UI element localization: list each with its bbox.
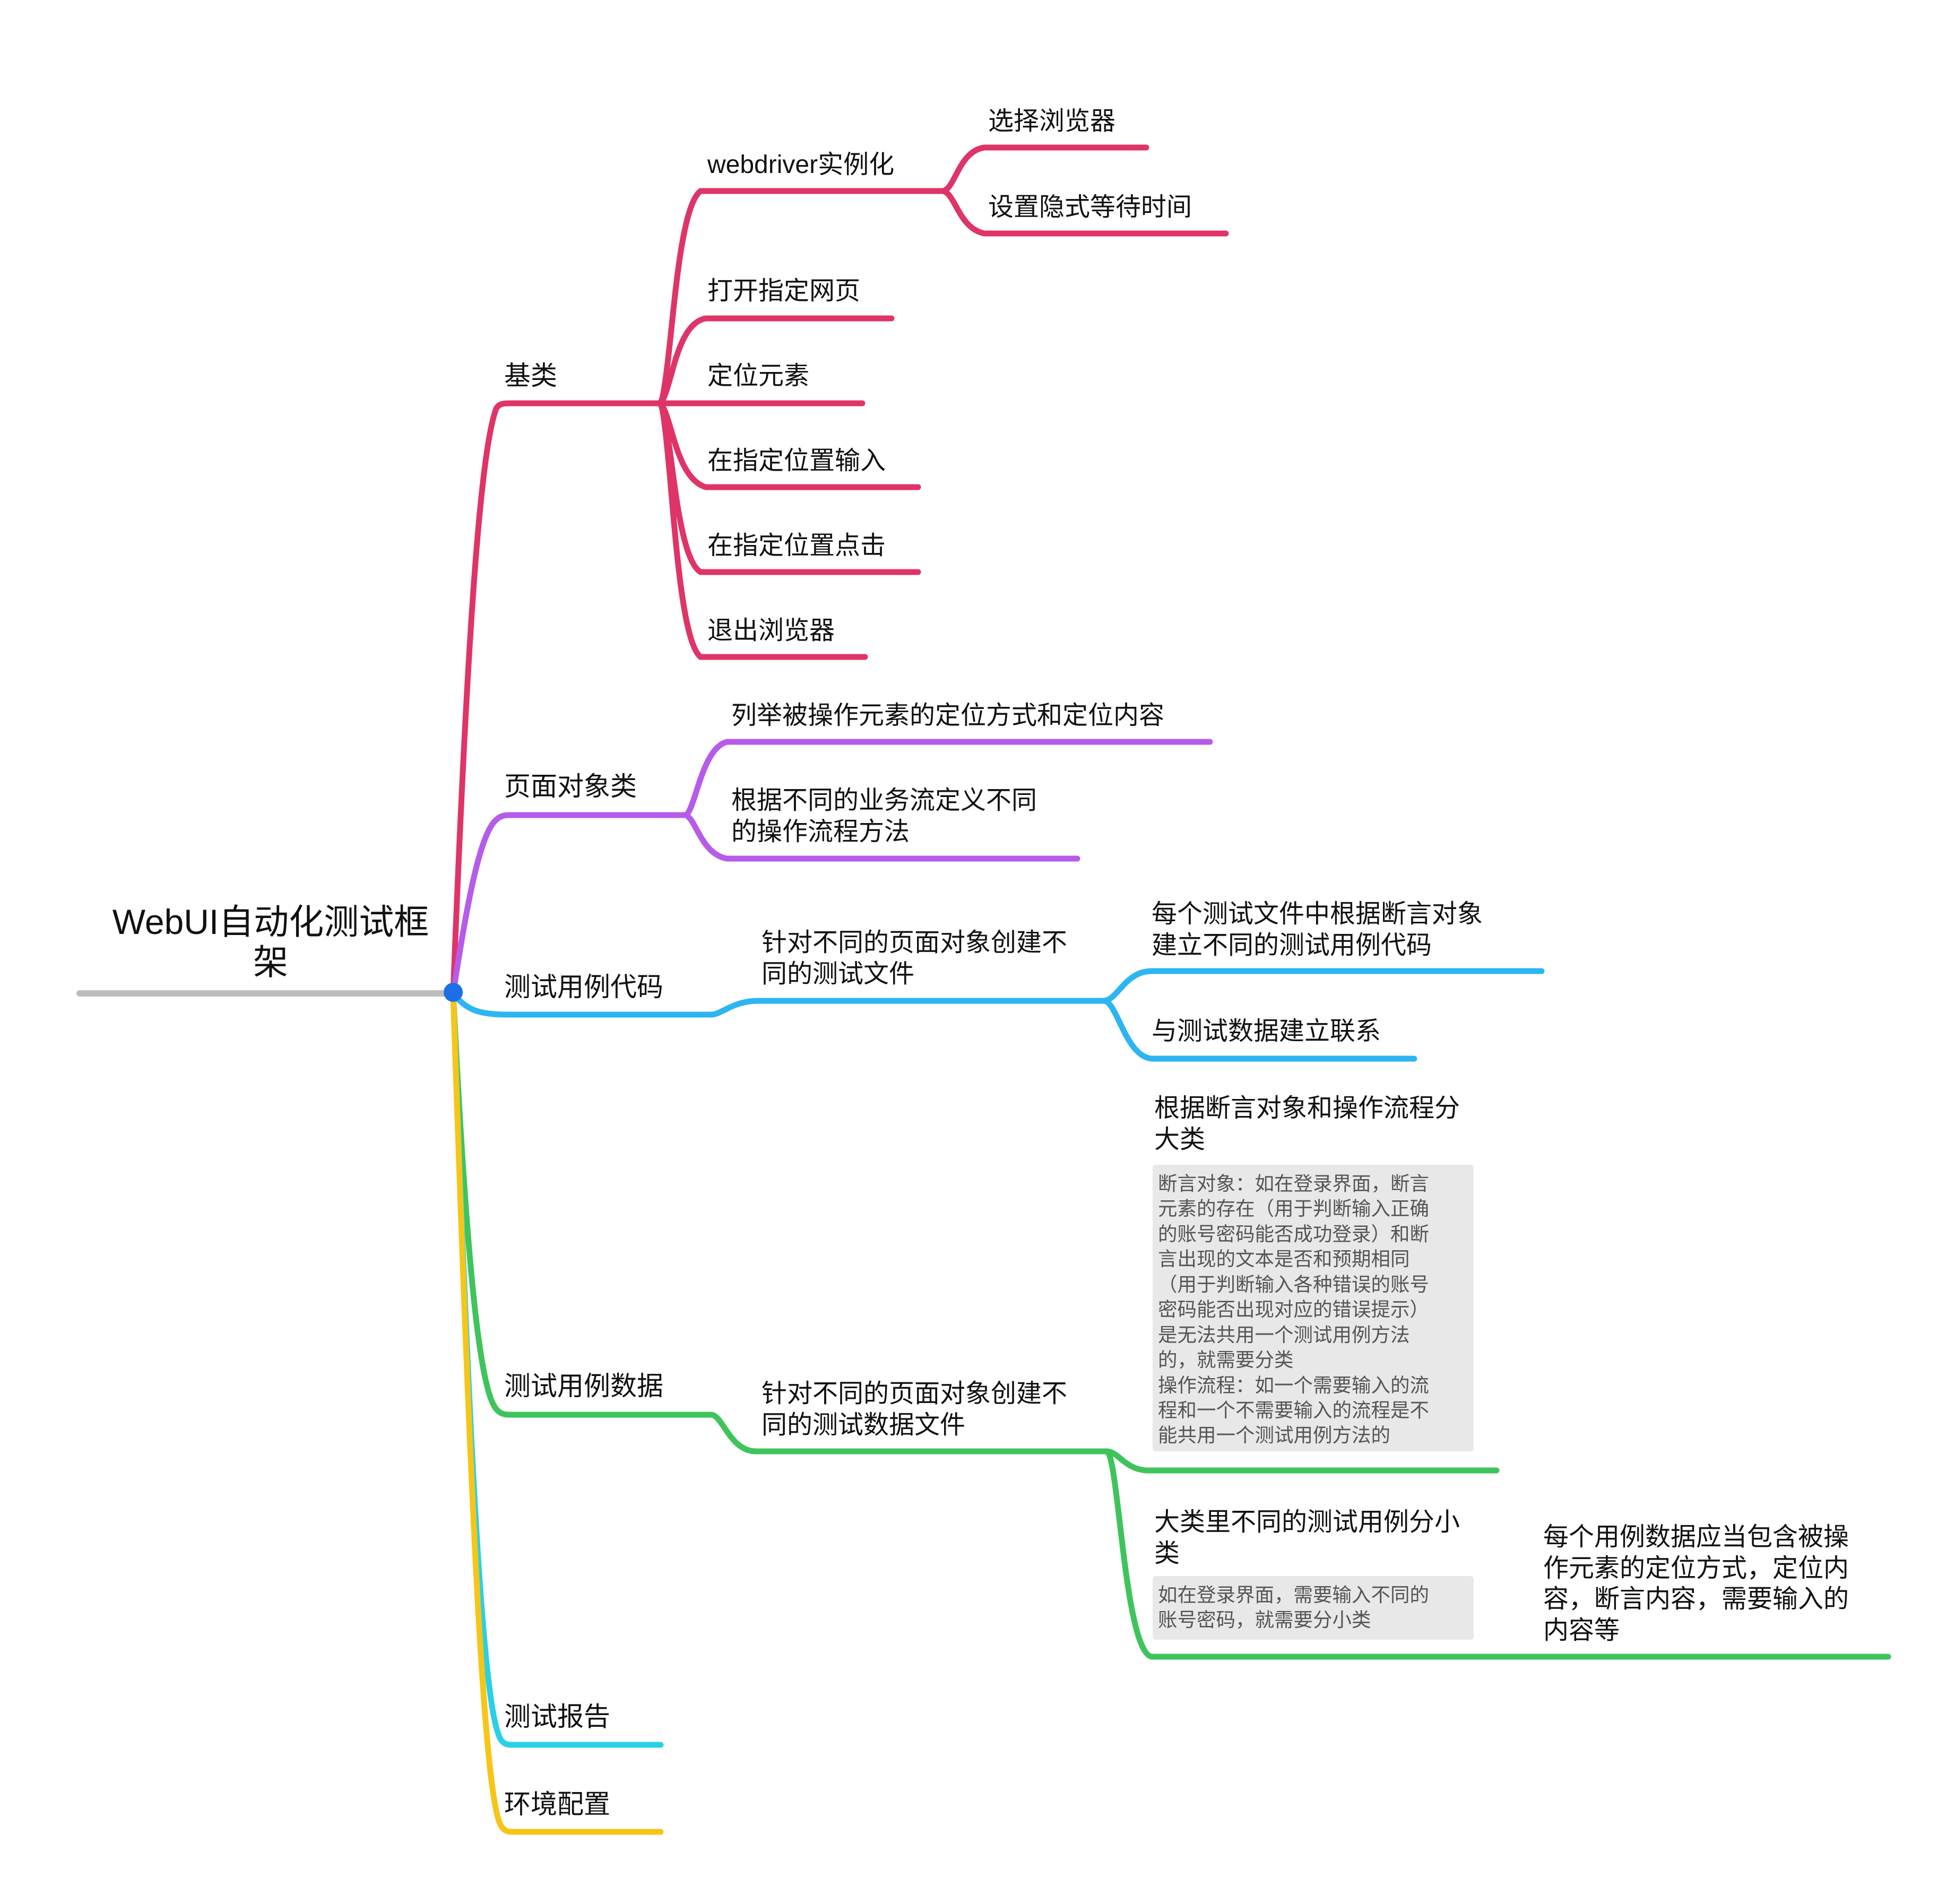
topic-create-test-files[interactable]: 针对不同的页面对象创建不 同的测试文件 [762,929,1068,988]
topic-base-class[interactable]: 基类 [504,361,557,391]
page-object-links [450,739,1213,997]
topic-build-test-code[interactable]: 每个测试文件中根据断言对象 建立不同的测试用例代码 [1152,900,1483,959]
topic-major-category[interactable]: 根据断言对象和操作流程分 大类 [1154,1094,1460,1154]
topic-case-data-content[interactable]: 每个用例数据应当包含被操 作元素的定位方式，定位内 容，断言内容，需要输入的 内… [1543,1523,1849,1645]
root-topic[interactable]: WebUI自动化测试框 架 [112,902,429,982]
topic-webdriver-init[interactable]: webdriver实例化 [707,151,895,179]
topic-input-at-position[interactable]: 在指定位置输入 [707,447,886,475]
topic-click-at-position[interactable]: 在指定位置点击 [707,532,886,560]
test-data-links [450,990,1891,1660]
topic-page-object[interactable]: 页面对象类 [504,772,637,801]
topic-open-page[interactable]: 打开指定网页 [707,277,861,305]
topic-create-data-files[interactable]: 针对不同的页面对象创建不 同的测试数据文件 [762,1380,1068,1439]
base-class-links [450,144,1229,997]
topic-quit-browser[interactable]: 退出浏览器 [707,617,835,645]
root-node-dot [444,983,463,1002]
topic-implicit-wait[interactable]: 设置隐式等待时间 [988,193,1192,221]
topic-locate-element[interactable]: 定位元素 [707,362,810,390]
topic-test-report[interactable]: 测试报告 [504,1702,610,1732]
topic-test-code[interactable]: 测试用例代码 [504,972,663,1002]
topic-choose-browser[interactable]: 选择浏览器 [988,107,1116,135]
note-minor-category: 如在登录界面，需要输入不同的 账号密码，就需要分小类 [1153,1576,1474,1640]
topic-env-config[interactable]: 环境配置 [504,1789,610,1819]
topic-link-test-data[interactable]: 与测试数据建立联系 [1152,1017,1381,1045]
link-root-env [450,990,664,1835]
topic-test-data[interactable]: 测试用例数据 [504,1371,663,1401]
note-major-category: 断言对象：如在登录界面，断言 元素的存在（用于判断输入正确 的账号密码能否成功登… [1153,1165,1474,1451]
link-root-base [450,400,661,997]
topic-minor-category[interactable]: 大类里不同的测试用例分小 类 [1154,1508,1460,1568]
topic-define-flows[interactable]: 根据不同的业务流定义不同 的操作流程方法 [731,786,1037,846]
topic-list-locators[interactable]: 列举被操作元素的定位方式和定位内容 [731,702,1165,730]
